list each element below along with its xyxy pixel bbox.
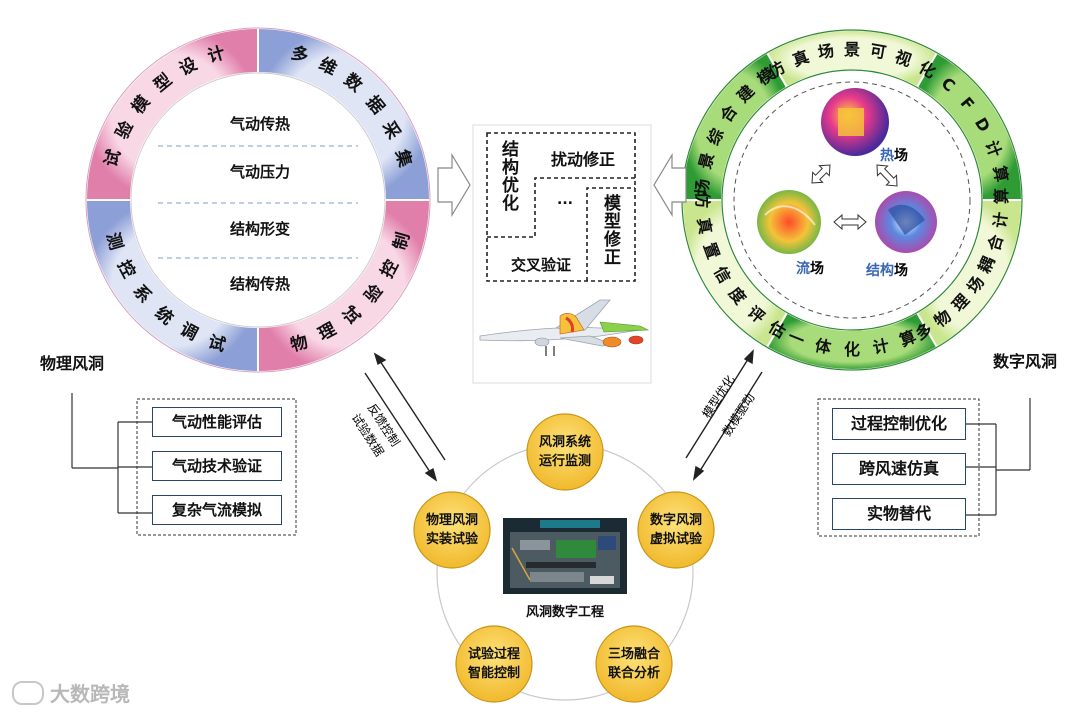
airplane-illustration (479, 299, 650, 356)
cycle-node (595, 625, 673, 703)
field-structure-rest: 场 (894, 263, 908, 279)
bottom-cycle-nodes (413, 413, 715, 703)
watermark: 大数跨境 (12, 678, 130, 707)
inner-item-structure-heat: 结构传热 (229, 275, 290, 293)
cycle-node-label: 风洞系统运行监测 (538, 435, 591, 469)
heat-field-detail (838, 108, 864, 136)
cycle-node-label: 试验过程智能控制 (467, 647, 520, 681)
left-list: 气动性能评估 气动技术验证 复杂气流模拟 (152, 407, 282, 525)
digital-wind-tunnel-ring (680, 29, 1024, 371)
right-list: 过程控制优化 跨风速仿真 实物替代 (832, 408, 966, 530)
right-list-item: 跨风速仿真 (832, 453, 966, 485)
right-list-connector (966, 398, 1031, 516)
cycle-node-label: 三场融合联合分析 (607, 647, 660, 681)
center-cross-verify: 交叉验证 (510, 256, 571, 274)
field-flow-label: 流场 (796, 258, 824, 278)
field-flow-bold: 流 (796, 261, 810, 277)
inner-item-structure-deform: 结构形变 (229, 220, 290, 238)
watermark-logo-icon (12, 680, 44, 705)
left-arrow-pair (364, 352, 446, 482)
flow-field-detail (764, 205, 816, 226)
left-list-item: 复杂气流模拟 (152, 495, 282, 525)
watermark-text: 大数跨境 (50, 682, 130, 706)
left-title: 物理风洞 (39, 354, 104, 373)
left-list-connector (71, 393, 152, 514)
right-hollow-arrow (653, 152, 687, 218)
left-list-item: 气动技术验证 (152, 451, 282, 481)
right-list-item: 过程控制优化 (832, 408, 966, 440)
field-heat-rest: 场 (894, 148, 908, 164)
heat-structure-double-arrow (876, 164, 898, 187)
left-ring-inner (130, 72, 386, 328)
center-perturb-fix: 扰动修正 (550, 150, 615, 169)
heat-flow-double-arrow (811, 164, 831, 184)
flow-structure-double-arrow (833, 213, 867, 231)
field-flow-rest: 场 (810, 261, 824, 277)
left-hollow-arrow (437, 152, 471, 218)
right-arrow-pair (685, 349, 763, 481)
control-room-screen (503, 518, 627, 594)
cycle-node-label: 物理风洞实装试验 (425, 513, 478, 547)
field-heat-bold: 热 (880, 148, 894, 164)
right-ring-inner (721, 69, 983, 331)
inner-item-aero-pressure: 气动压力 (229, 163, 290, 181)
center-ellipsis: ... (557, 192, 573, 208)
cycle-node (526, 413, 604, 491)
cycle-node (413, 491, 491, 569)
left-list-frame (136, 398, 297, 536)
center-structure-opt: 结构优化 (498, 140, 518, 212)
left-list-item: 气动性能评估 (152, 407, 282, 437)
field-heat-label: 热场 (880, 145, 908, 165)
cycle-node-label: 数字风洞虚拟试验 (649, 513, 702, 547)
physical-wind-tunnel-ring (84, 26, 432, 374)
right-title: 数字风洞 (992, 352, 1057, 371)
right-ring-dashed (733, 81, 971, 319)
field-structure-bold: 结构 (866, 263, 894, 279)
inner-item-aero-heat: 气动传热 (229, 115, 290, 133)
center-dashed-blocks (486, 132, 636, 282)
field-structure-label: 结构场 (866, 260, 908, 280)
right-list-item: 实物替代 (832, 498, 966, 530)
structure-field-detail (888, 204, 925, 235)
cycle-node (455, 625, 533, 703)
left-ring-outline (85, 27, 431, 373)
right-list-frame (817, 398, 980, 537)
flow-field-icon (757, 190, 821, 254)
bottom-center-label: 风洞数字工程 (525, 605, 604, 620)
cycle-node (637, 491, 715, 569)
center-model-fix: 模型修正 (600, 194, 620, 266)
